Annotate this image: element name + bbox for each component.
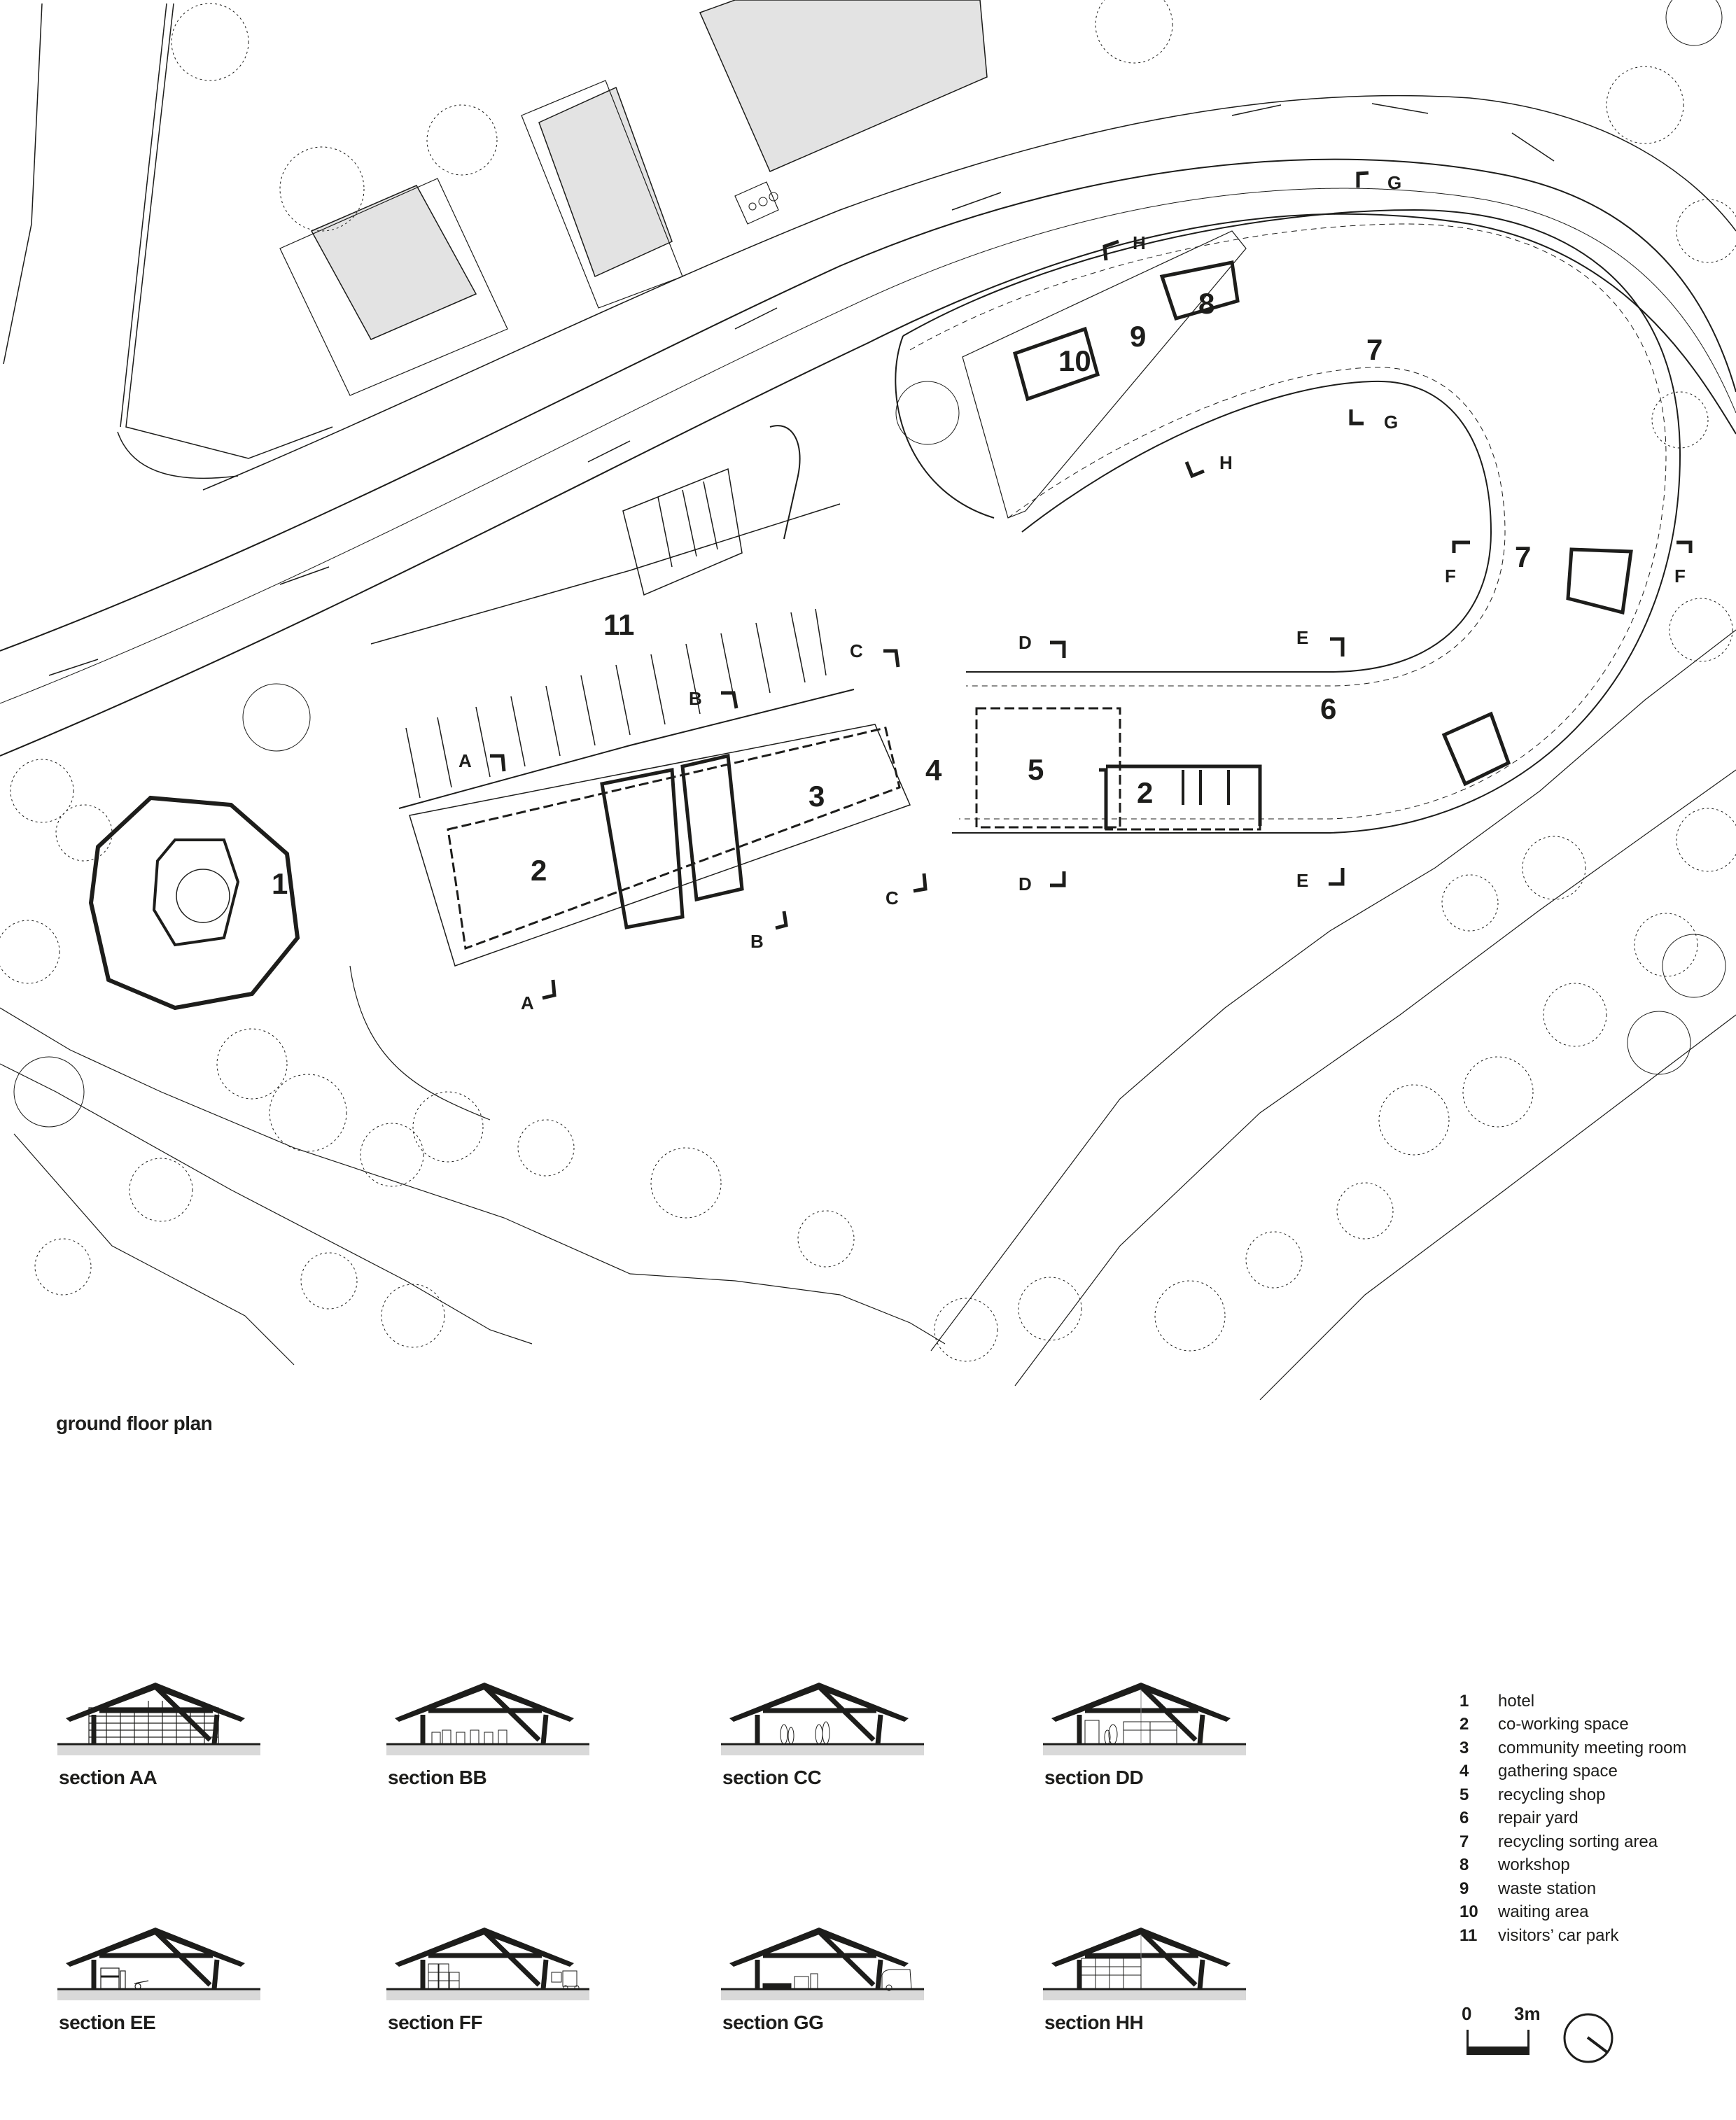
section-ff-title: section FF [388,2012,483,2033]
section-cc-drawing [721,1680,931,1757]
neighbour-building [699,0,988,172]
hotel-courtyard [176,869,230,923]
section-hh-drawing [1043,1925,1253,2002]
services-core [600,767,685,929]
section-ee: section EE [57,1925,267,2033]
ground-floor-plan: 1 2 3 4 5 2 6 7 7 8 9 10 11 A A B B C C … [0,0,1736,1400]
svg-text:2: 2 [531,854,547,887]
section-ff: section FF [386,1925,596,2033]
svg-text:11: 11 [603,608,634,641]
north-arrow-icon [1562,2012,1614,2064]
section-ee-drawing [57,1925,267,2002]
section-ee-title: section EE [59,2012,156,2033]
svg-text:F: F [1674,566,1686,587]
svg-text:2: 2 [1137,776,1153,809]
svg-text:7: 7 [1366,333,1382,366]
plan-title: ground floor plan [56,1412,213,1434]
svg-text:9: 9 [1130,320,1146,353]
hotel-building [88,795,300,1011]
section-gg-drawing [721,1925,931,2002]
section-bb: section BB [386,1680,596,1788]
svg-text:10: 10 [1058,344,1091,377]
section-dd-title: section DD [1044,1767,1144,1788]
svg-text:A: A [521,992,534,1013]
svg-text:H: H [1219,452,1233,473]
section-cc: section CC [721,1680,931,1788]
svg-text:D: D [1018,632,1032,653]
svg-text:F: F [1445,566,1456,587]
section-bb-title: section BB [388,1767,487,1788]
section-aa: section AA [57,1680,267,1788]
svg-text:H: H [1133,232,1146,253]
svg-text:3: 3 [808,780,825,813]
svg-text:E: E [1296,870,1308,891]
scale-start: 0 [1462,2003,1472,2024]
waiting-area-building [1012,326,1100,402]
svg-text:G: G [1384,412,1398,433]
svg-text:B: B [750,931,764,952]
section-ff-drawing [386,1925,596,2002]
svg-text:A: A [458,750,472,771]
svg-text:7: 7 [1515,540,1531,573]
neighbour-building [538,86,673,278]
scale-bar: 0 3m [1460,2003,1541,2059]
svg-text:C: C [850,640,863,661]
scale-bar-graphic [1466,2030,1530,2055]
section-aa-drawing [57,1680,267,1757]
site-plan-drawing: 1 2 3 4 5 2 6 7 7 8 9 10 11 A A B B C C … [0,0,1736,1400]
svg-text:4: 4 [925,754,942,787]
svg-text:5: 5 [1028,753,1044,786]
svg-text:C: C [886,887,899,908]
workshop-building [1159,260,1240,321]
section-hh-title: section HH [1044,2012,1144,2033]
tree-icon [13,0,1726,1128]
svg-text:6: 6 [1320,692,1336,725]
neighbour-building [310,185,477,340]
section-hh: section HH [1043,1925,1253,2033]
section-bb-drawing [386,1680,596,1757]
svg-text:8: 8 [1198,287,1214,320]
svg-text:B: B [689,688,702,709]
svg-text:E: E [1296,627,1308,648]
section-gg-title: section GG [722,2012,824,2033]
section-marker-labels: A A B B C C D D E E F F G G H H [458,172,1686,1013]
svg-text:1: 1 [272,867,288,900]
section-cc-title: section CC [722,1767,822,1788]
section-gg: section GG [721,1925,931,2033]
section-aa-title: section AA [59,1767,158,1788]
svg-text:G: G [1387,172,1401,193]
section-dd: section DD [1043,1680,1253,1788]
room-labels: 1 2 3 4 5 2 6 7 7 8 9 10 11 [272,287,1531,900]
scale-end: 3m [1514,2003,1541,2024]
svg-text:D: D [1018,873,1032,894]
section-dd-drawing [1043,1680,1253,1757]
